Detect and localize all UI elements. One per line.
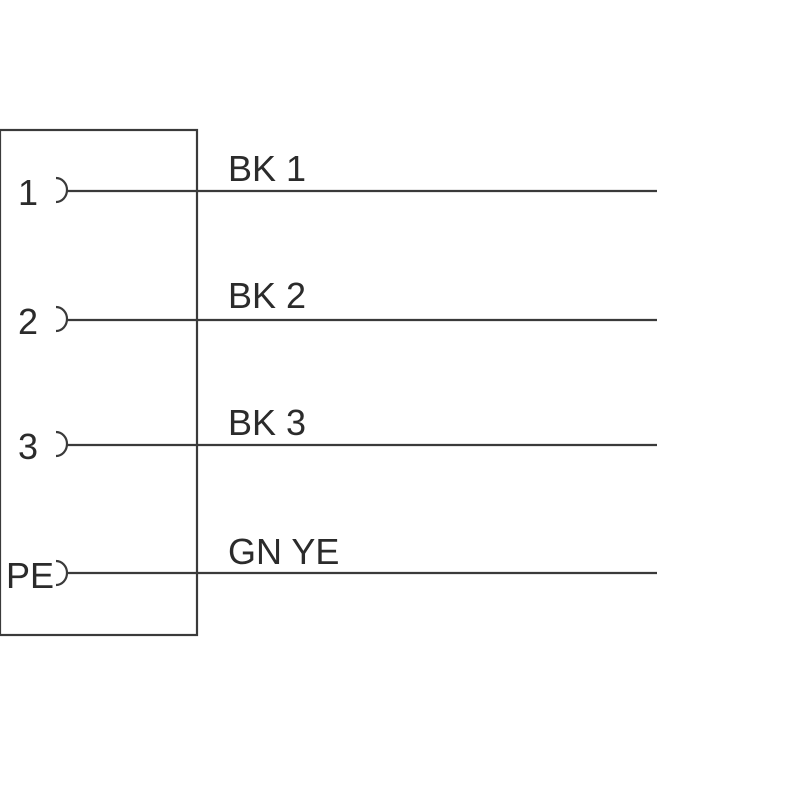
socket-contact-icon <box>55 176 69 204</box>
pin-label: PE <box>6 555 54 596</box>
socket-contact-icon <box>55 305 69 333</box>
pin-label: 1 <box>18 172 38 213</box>
wire-label: GN YE <box>228 531 339 572</box>
pin-label: 3 <box>18 426 38 467</box>
connector-housing <box>0 128 199 637</box>
pin-row-2: 2 BK 2 <box>18 275 657 342</box>
pin-row-1: 1 BK 1 <box>18 148 657 213</box>
wire-label: BK 2 <box>228 275 306 316</box>
pin-row-pe: PE GN YE <box>6 531 657 596</box>
socket-contact-icon <box>55 559 69 587</box>
wire-label: BK 3 <box>228 402 306 443</box>
wire-label: BK 1 <box>228 148 306 189</box>
socket-contact-icon <box>55 430 69 458</box>
pin-label: 2 <box>18 301 38 342</box>
pin-row-3: 3 BK 3 <box>18 402 657 467</box>
